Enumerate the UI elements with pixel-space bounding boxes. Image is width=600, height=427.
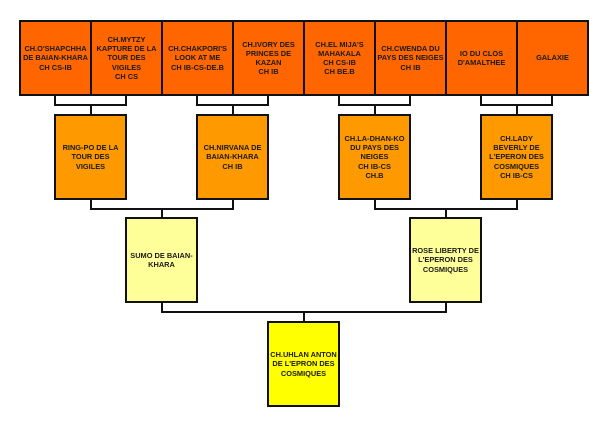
grandparent-box-4: CH.LADY BEVERLY DE L'EPERON DES COSMIQUE… bbox=[480, 114, 553, 200]
great-grandparent-box-2: CH.MYTZY KAPTURE DE LA TOUR DES VIGILES … bbox=[90, 20, 163, 96]
connector-line bbox=[374, 104, 376, 114]
great-grandparent-box-1: CH.O'SHAPCHHA DE BAIAN-KHARA CH CS-IB bbox=[19, 20, 92, 96]
sire-box: SUMO DE BAIAN- KHARA bbox=[125, 217, 198, 303]
connector-line bbox=[303, 311, 305, 321]
connector-line bbox=[196, 96, 198, 106]
connector-line bbox=[90, 104, 92, 114]
subject-box: CH.UHLAN ANTON DE L'EPRON DES COSMIQUES bbox=[267, 321, 340, 407]
connector-line bbox=[516, 104, 518, 114]
grandparent-box-2: CH.NIRVANA DE BAIAN-KHARA CH IB bbox=[196, 114, 269, 200]
connector-line bbox=[232, 104, 234, 114]
connector-line bbox=[267, 96, 269, 106]
connector-line bbox=[90, 200, 92, 210]
connector-line bbox=[125, 96, 127, 106]
connector-line bbox=[445, 208, 447, 217]
connector-line bbox=[161, 303, 163, 313]
great-grandparent-box-5: CH.EL MIJA'S MAHAKALA CH CS-IB CH BE.B bbox=[303, 20, 376, 96]
great-grandparent-box-4: CH.IVORY DES PRINCES DE KAZAN CH IB bbox=[232, 20, 305, 96]
dam-box: ROSE LIBERTY DE L'EPERON DES COSMIQUES bbox=[409, 217, 482, 303]
connector-line bbox=[516, 200, 518, 210]
great-grandparent-box-8: GALAXIE bbox=[516, 20, 589, 96]
connector-line bbox=[445, 303, 447, 313]
connector-line bbox=[338, 96, 340, 106]
grandparent-box-3: CH.LA-DHAN-KO DU PAYS DES NEIGES CH IB-C… bbox=[338, 114, 411, 200]
connector-line bbox=[374, 200, 376, 210]
connector-line bbox=[480, 96, 482, 106]
great-grandparent-box-3: CH.CHAKPORI'S LOOK AT ME CH IB-CS-DE.B bbox=[161, 20, 234, 96]
connector-line bbox=[54, 96, 56, 106]
connector-line bbox=[232, 200, 234, 210]
connector-line bbox=[161, 208, 163, 217]
connector-line bbox=[409, 96, 411, 106]
connector-line bbox=[551, 96, 553, 106]
great-grandparent-box-6: CH.CWENDA DU PAYS DES NEIGES CH IB bbox=[374, 20, 447, 96]
grandparent-box-1: RING-PO DE LA TOUR DES VIGILES bbox=[54, 114, 127, 200]
great-grandparent-box-7: IO DU CLOS D'AMALTHEE bbox=[445, 20, 518, 96]
